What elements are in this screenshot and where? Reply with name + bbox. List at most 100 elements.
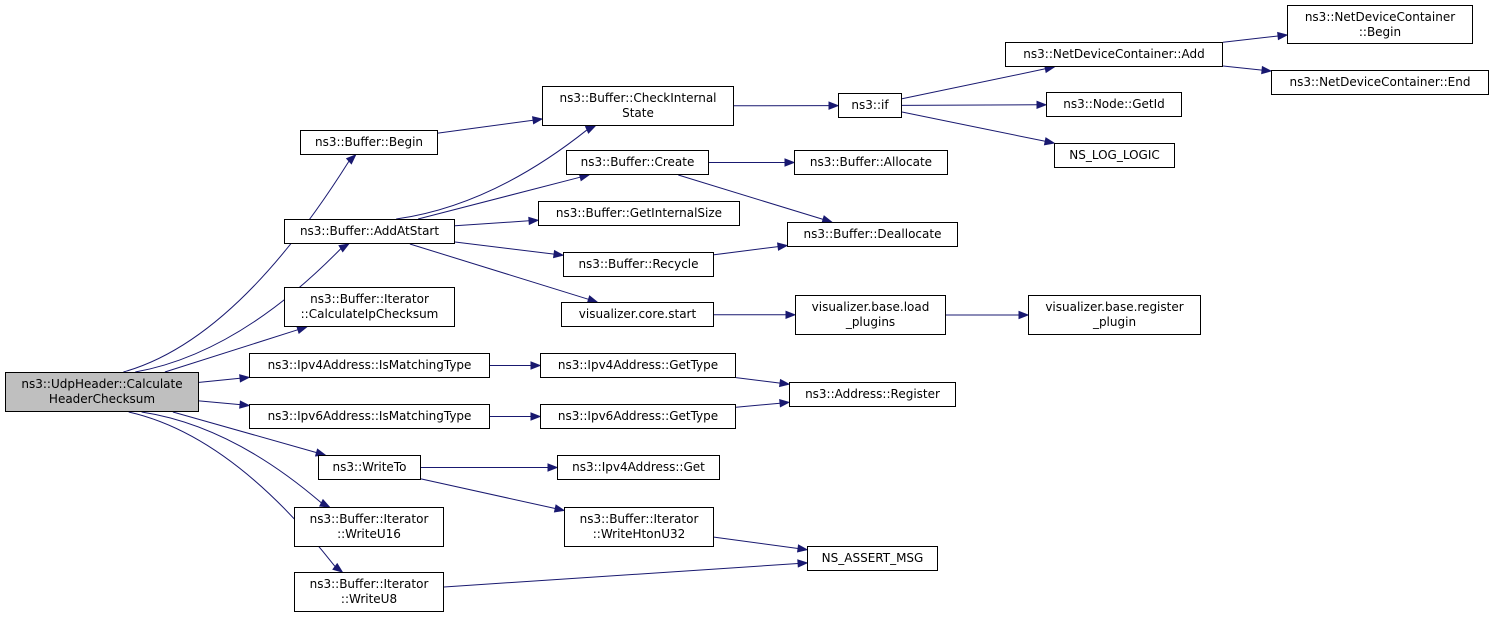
node-buffer-addatstart[interactable]: ns3::Buffer::AddAtStart xyxy=(284,219,455,244)
edge-it_u8-assert_msg xyxy=(443,563,799,588)
node-label-line: ns3::Ipv4Address::Get xyxy=(572,460,705,474)
edge-if-log_logic xyxy=(901,111,1046,142)
edge-buf_addat-buf_create xyxy=(417,176,581,220)
edge-buf_addat-buf_gis xyxy=(454,220,530,227)
edge-arrowhead xyxy=(530,412,542,421)
node-label-line: ::CalculateIpChecksum xyxy=(300,307,439,321)
edge-arrowhead xyxy=(338,243,350,253)
node-label-line: ::WriteU16 xyxy=(337,527,401,541)
node-label-line: NS_ASSERT_MSG xyxy=(821,551,924,565)
node-label-line: _plugin xyxy=(1092,315,1137,329)
node-label-line: ns3::Buffer::AddAtStart xyxy=(299,224,440,238)
node-address-register[interactable]: ns3::Address::Register xyxy=(789,382,956,407)
node-ns-assert-msg[interactable]: NS_ASSERT_MSG xyxy=(807,546,938,571)
edge-udp_calc-buf_begin xyxy=(123,160,350,373)
node-buffer-begin[interactable]: ns3::Buffer::Begin xyxy=(300,130,438,155)
node-buffer-allocate[interactable]: ns3::Buffer::Allocate xyxy=(794,150,948,175)
node-label-line: ns3::Buffer::Iterator xyxy=(579,512,699,526)
edge-arrowhead xyxy=(345,154,357,165)
edge-udp_calc-ipv4_match xyxy=(198,377,241,383)
edge-arrowhead xyxy=(784,158,796,167)
edge-arrowhead xyxy=(531,116,544,125)
edge-arrowhead xyxy=(1036,100,1048,110)
node-writeto[interactable]: ns3::WriteTo xyxy=(318,455,421,480)
node-iterator-writehtonu32[interactable]: ns3::Buffer::Iterator::WriteHtonU32 xyxy=(564,507,714,547)
node-buffer-deallocate[interactable]: ns3::Buffer::Deallocate xyxy=(787,222,958,247)
node-label-line: ns3::Buffer::GetInternalSize xyxy=(555,206,723,220)
edge-it_hton-assert_msg xyxy=(713,536,799,549)
edge-arrowhead xyxy=(1043,137,1056,146)
node-ipv6address-ismatchingtype[interactable]: ns3::Ipv6Address::IsMatchingType xyxy=(249,404,490,429)
node-label-line: HeaderChecksum xyxy=(48,392,156,406)
node-visualizer-base-load-plugins[interactable]: visualizer.base.load_plugins xyxy=(795,295,946,335)
node-if[interactable]: ns3::if xyxy=(838,93,902,118)
edge-arrowhead xyxy=(332,562,344,573)
node-iterator-writeu16[interactable]: ns3::Buffer::Iterator::WriteU16 xyxy=(294,507,444,547)
node-label-line: ns3::Buffer::Allocate xyxy=(809,155,933,169)
node-label-line: ns3::Ipv4Address::IsMatchingType xyxy=(267,358,472,372)
node-buffer-recycle[interactable]: ns3::Buffer::Recycle xyxy=(563,252,714,277)
edge-if-node_getid xyxy=(901,104,1038,106)
node-label-line: ::WriteU8 xyxy=(340,592,398,606)
node-label-line: ns3::UdpHeader::Calculate xyxy=(21,377,183,391)
node-visualizer-base-register-plugin[interactable]: visualizer.base.register_plugin xyxy=(1028,295,1201,335)
node-label-line: ns3::Buffer::Iterator xyxy=(309,512,429,526)
edge-arrowhead xyxy=(547,463,559,472)
node-label-line: visualizer.base.load xyxy=(811,300,930,314)
node-label-line: ns3::Buffer::Create xyxy=(580,155,695,169)
edge-if-ndc_add xyxy=(901,68,1046,100)
node-label-line: ns3::Buffer::Recycle xyxy=(578,257,699,271)
edge-arrowhead xyxy=(584,125,597,134)
edge-arrowhead xyxy=(1018,310,1030,320)
node-netdevicecontainer-end[interactable]: ns3::NetDeviceContainer::End xyxy=(1271,70,1489,95)
edge-arrowhead xyxy=(779,399,791,408)
edge-arrowhead xyxy=(553,504,566,513)
node-buffer-getinternalsize[interactable]: ns3::Buffer::GetInternalSize xyxy=(538,201,740,226)
edge-buf_addat-vis_start xyxy=(409,243,589,300)
node-ipv4address-ismatchingtype[interactable]: ns3::Ipv4Address::IsMatchingType xyxy=(249,353,490,378)
edge-ipv6_gettype-addr_reg xyxy=(735,402,781,408)
node-label-line: visualizer.base.register xyxy=(1045,300,1184,314)
node-ipv4address-get[interactable]: ns3::Ipv4Address::Get xyxy=(557,455,720,480)
node-ns-log-logic[interactable]: NS_LOG_LOGIC xyxy=(1054,143,1175,168)
edge-buf_addat-buf_recycle xyxy=(454,241,555,255)
node-visualizer-core-start[interactable]: visualizer.core.start xyxy=(561,302,714,327)
edge-buf_create-buf_dealloc xyxy=(678,174,824,220)
edge-udp_calc-buf_addat xyxy=(135,248,342,373)
node-label-line: ns3::NetDeviceContainer::Add xyxy=(1023,47,1205,61)
edge-ipv4_gettype-addr_reg xyxy=(735,377,781,384)
edge-udp_calc-it_u16 xyxy=(141,411,322,504)
node-label-line: ns3::Buffer::CheckInternal xyxy=(559,91,717,105)
node-iterator-calculateipchecksum[interactable]: ns3::Buffer::Iterator::CalculateIpChecks… xyxy=(284,287,455,327)
edge-udp_calc-it_calcip xyxy=(164,329,299,373)
edge-arrowhead xyxy=(1261,65,1273,75)
node-label-line: ns3::Ipv4Address::GetType xyxy=(557,358,719,372)
edge-arrowhead xyxy=(528,216,540,226)
edge-udp_calc-writeto xyxy=(172,411,317,454)
edge-ndc_add-ndc_end xyxy=(1222,65,1263,71)
edge-arrowhead xyxy=(239,400,251,409)
node-ipv6address-gettype[interactable]: ns3::Ipv6Address::GetType xyxy=(540,404,736,429)
node-label-line: ns3::Buffer::Iterator xyxy=(309,577,429,591)
node-label-line: ns3::if xyxy=(851,98,889,112)
edge-arrowhead xyxy=(797,544,809,553)
edge-arrowhead xyxy=(530,361,542,370)
edge-arrowhead xyxy=(785,310,797,320)
node-buffer-create[interactable]: ns3::Buffer::Create xyxy=(566,150,709,175)
edge-arrowhead xyxy=(797,559,809,568)
node-label-line: ns3::NetDeviceContainer xyxy=(1304,9,1456,24)
node-label-line: ns3::WriteTo xyxy=(332,460,407,474)
node-label-line: ::WriteHtonU32 xyxy=(592,527,686,541)
node-iterator-writeu8[interactable]: ns3::Buffer::Iterator::WriteU8 xyxy=(294,572,444,612)
node-ipv4address-gettype[interactable]: ns3::Ipv4Address::GetType xyxy=(540,353,736,378)
node-netdevicecontainer-add[interactable]: ns3::NetDeviceContainer::Add xyxy=(1005,42,1223,67)
edge-arrowhead xyxy=(779,378,791,388)
edge-ndc_add-ndc_begin xyxy=(1222,35,1279,43)
node-netdevicecontainer-begin[interactable]: ns3::NetDeviceContainer::Begin xyxy=(1287,5,1473,44)
node-node-getid[interactable]: ns3::Node::GetId xyxy=(1046,92,1182,117)
node-label-line: ns3::NetDeviceContainer::End xyxy=(1289,75,1471,89)
